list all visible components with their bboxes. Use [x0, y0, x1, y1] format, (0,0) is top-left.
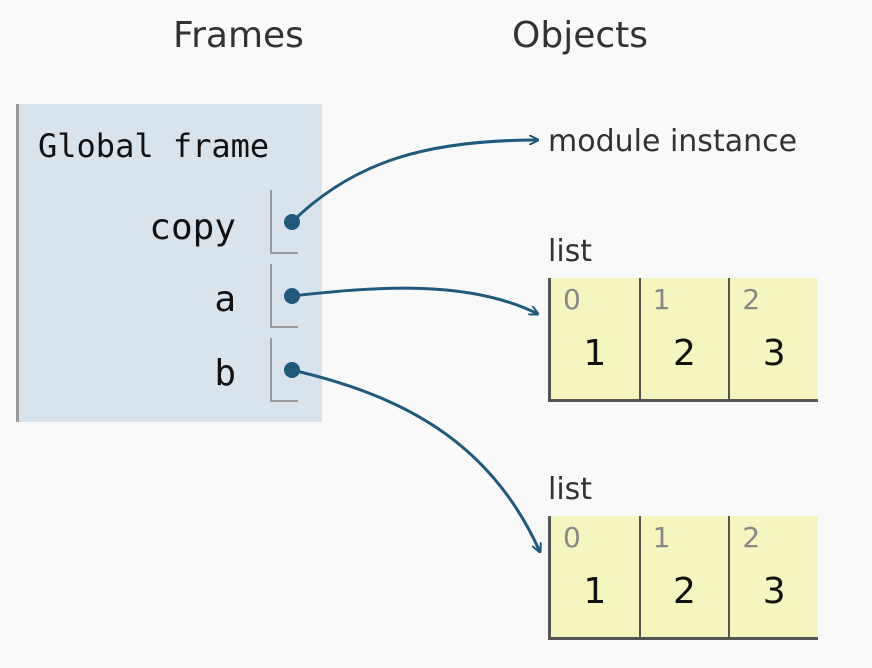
list-index: 2 [742, 283, 761, 316]
list-1: 0 1 1 2 2 3 [548, 278, 819, 402]
frames-header: Frames [173, 15, 304, 56]
pointer-b-to-list-2 [291, 368, 540, 552]
global-frame: Global frame copy a b [16, 104, 322, 422]
list-value: 2 [673, 571, 696, 612]
list-index: 0 [563, 283, 581, 316]
list-index: 1 [652, 521, 671, 554]
global-frame-title: Global frame [38, 127, 270, 165]
module-instance-label: module instance [548, 124, 798, 159]
pointer-copy-to-module [290, 140, 538, 224]
list-value: 1 [583, 571, 607, 612]
list-1-cell: 0 1 [551, 278, 641, 399]
pointer-dot-copy [284, 214, 300, 230]
variable-slot-b [270, 338, 298, 402]
variable-name-b: b [214, 353, 236, 394]
variable-name-a: a [214, 279, 236, 320]
list-value: 2 [673, 333, 696, 374]
list-value: 3 [762, 333, 786, 374]
list-index: 1 [652, 283, 671, 316]
pointer-dot-b [284, 362, 300, 378]
variable-slot-copy [270, 190, 298, 254]
list-value: 3 [762, 571, 786, 612]
list-value: 1 [583, 333, 607, 374]
variable-slot-a [270, 264, 298, 328]
list-index: 2 [742, 521, 761, 554]
list-index: 0 [563, 521, 581, 554]
list-1-cell: 2 3 [730, 278, 819, 399]
pointer-a-to-list-1 [291, 286, 538, 314]
list-2: 0 1 1 2 2 3 [548, 516, 819, 640]
list-2-cell: 0 1 [551, 516, 641, 637]
list-2-label: list [548, 472, 593, 507]
objects-header: Objects [512, 15, 649, 56]
list-1-label: list [548, 234, 593, 269]
variable-name-copy: copy [149, 207, 236, 248]
pointer-dot-a [284, 288, 300, 304]
list-2-cell: 2 3 [730, 516, 819, 637]
list-2-cell: 1 2 [640, 516, 731, 637]
list-1-cell: 1 2 [640, 278, 731, 399]
